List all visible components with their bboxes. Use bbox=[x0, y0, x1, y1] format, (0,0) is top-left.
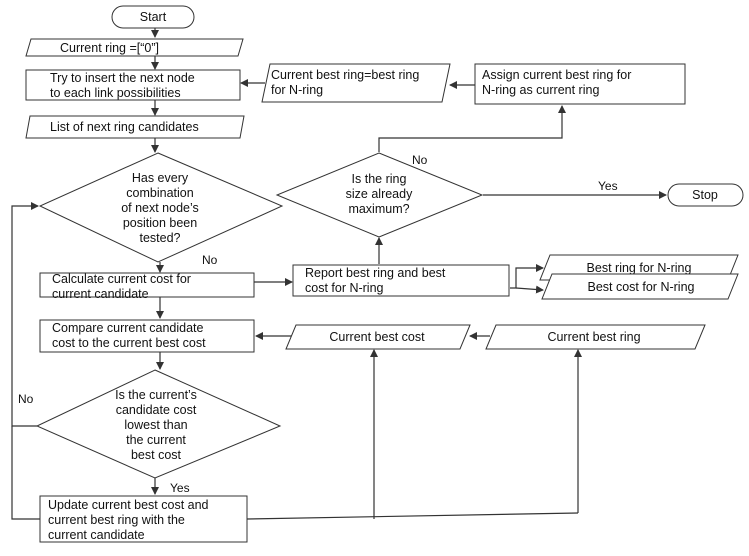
start-terminal: Start bbox=[111, 5, 195, 29]
edge-report-to-bestcost bbox=[515, 285, 544, 294]
calc-cost-line-2: current candidate bbox=[52, 287, 149, 301]
assign-ring-line-2: N-ring as current ring bbox=[482, 83, 599, 97]
compare-cost-line-1: Compare current candidate bbox=[52, 321, 204, 335]
stop-label: Stop bbox=[692, 188, 718, 202]
start-line-1: Start bbox=[140, 10, 167, 24]
compare-cost-line-2: cost to the current best cost bbox=[52, 336, 206, 350]
current-best-ring-data: Current best ring bbox=[485, 324, 706, 350]
report-best-line-2: cost for N-ring bbox=[305, 281, 384, 295]
tested-decision-line-2: combination bbox=[126, 186, 193, 200]
lowest-decision-line-4: the current bbox=[126, 433, 186, 447]
try-insert-line-2: to each link possibilities bbox=[50, 86, 181, 100]
best-ring-n-label: Best ring for N-ring bbox=[587, 261, 692, 275]
label-no-lowest: No bbox=[18, 392, 34, 406]
lowest-decision-line-1: Is the current’s bbox=[115, 388, 197, 402]
label-no-ringmax: No bbox=[412, 153, 428, 167]
init-ring-line-1: Current ring =[“0”] bbox=[60, 41, 159, 55]
edge-lowest-no-loop bbox=[11, 202, 39, 427]
edge-report-to-bestring bbox=[510, 264, 544, 289]
report-best-line-1: Report best ring and best bbox=[305, 266, 446, 280]
update-best-line-3: current candidate bbox=[48, 528, 145, 542]
assign-ring-line-1: Assign current best ring for bbox=[482, 68, 631, 82]
stop-line-1: Stop bbox=[692, 188, 718, 202]
lowest-decision-line-5: best cost bbox=[131, 448, 182, 462]
nodes: Start Current ring =[“0”] Try to insert … bbox=[25, 5, 744, 543]
lowest-decision-line-2: candidate cost bbox=[116, 403, 197, 417]
current-best-ring-label: Current best ring bbox=[547, 330, 640, 344]
tested-decision-line-1: Has every bbox=[132, 171, 189, 185]
calc-cost-line-1: Calculate current cost for bbox=[52, 272, 191, 286]
label-yes-lowest: Yes bbox=[170, 481, 190, 495]
edge-update-right bbox=[246, 512, 579, 520]
edge-update-loop bbox=[11, 426, 40, 520]
current-best-ring-eq-line-2: for N-ring bbox=[271, 83, 323, 97]
current-best-ring-eq-line-1: Current best ring=best ring bbox=[271, 68, 419, 82]
ring-max-decision-line-1: Is the ring bbox=[352, 172, 407, 186]
list-candidates-line-1: List of next ring candidates bbox=[50, 120, 199, 134]
init-ring-label: Current ring =[“0”] bbox=[60, 41, 159, 55]
edge-ringmax-to-assign bbox=[378, 105, 566, 152]
list-candidates-data: List of next ring candidates bbox=[25, 115, 245, 139]
ring-max-decision-line-3: maximum? bbox=[348, 202, 409, 216]
update-best-line-2: current best ring with the bbox=[48, 513, 185, 527]
tested-decision-line-4: position been bbox=[123, 216, 197, 230]
start-label: Start bbox=[140, 10, 167, 24]
list-candidates-label: List of next ring candidates bbox=[50, 120, 199, 134]
edge-labels: No No Yes No Yes bbox=[18, 153, 618, 495]
current-best-cost-data: Current best cost bbox=[285, 324, 471, 350]
update-best-line-1: Update current best cost and bbox=[48, 498, 209, 512]
lowest-decision-line-3: lowest than bbox=[124, 418, 187, 432]
best-cost-n-label: Best cost for N-ring bbox=[588, 280, 695, 294]
current-best-cost-line-1: Current best cost bbox=[329, 330, 425, 344]
edges bbox=[11, 28, 667, 520]
current-best-ring-line-1: Current best ring bbox=[547, 330, 640, 344]
tested-decision-line-5: tested? bbox=[139, 231, 180, 245]
tested-decision-line-3: of next node’s bbox=[121, 201, 199, 215]
label-no-tested: No bbox=[202, 253, 218, 267]
best-cost-n-data: Best cost for N-ring bbox=[541, 273, 739, 300]
current-best-cost-label: Current best cost bbox=[329, 330, 425, 344]
best-ring-n-line-1: Best ring for N-ring bbox=[587, 261, 692, 275]
label-yes-ringmax: Yes bbox=[598, 179, 618, 193]
stop-terminal: Stop bbox=[667, 183, 744, 207]
try-insert-line-1: Try to insert the next node bbox=[50, 71, 195, 85]
ring-max-decision-line-2: size already bbox=[346, 187, 413, 201]
best-cost-n-line-1: Best cost for N-ring bbox=[588, 280, 695, 294]
init-ring-data: Current ring =[“0”] bbox=[25, 38, 244, 57]
